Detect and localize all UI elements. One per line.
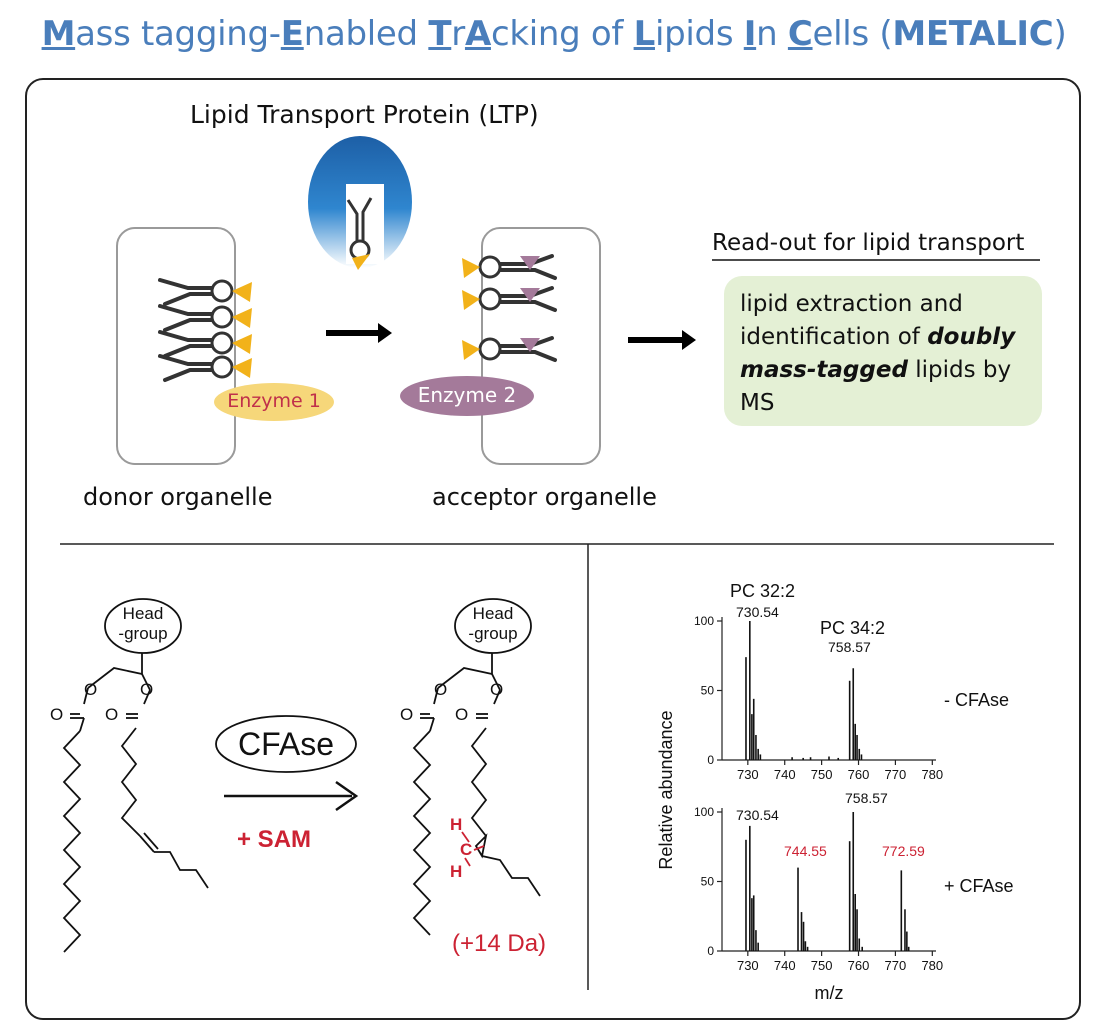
- title-part: r: [451, 14, 465, 54]
- title-part: ): [1053, 14, 1067, 54]
- peak-annotation: 758.57: [828, 639, 871, 655]
- product-headgroup-label: Head-group: [468, 604, 518, 643]
- x-tick-label: 730: [737, 958, 759, 973]
- x-tick-label: 780: [921, 767, 943, 782]
- enzyme1-label: Enzyme 1: [227, 390, 321, 412]
- peak-annotation: 772.59: [882, 843, 925, 859]
- ltp-label: Lipid Transport Protein (LTP): [190, 100, 539, 129]
- y-tick-label: 50: [701, 875, 715, 889]
- peak-annotation: PC 34:2: [820, 618, 885, 638]
- substrate-headgroup-label: Head-group: [118, 604, 168, 643]
- readout-box: lipid extraction and identification of d…: [724, 276, 1042, 426]
- title-part: ells (: [812, 14, 893, 54]
- acceptor-headgroups: [478, 255, 502, 361]
- peak-annotation: 730.54: [736, 604, 779, 620]
- carbonyl-oxygen: O: [400, 705, 414, 724]
- ester-oxygen: O: [490, 680, 504, 699]
- x-tick-label: 760: [848, 958, 870, 973]
- title-part: METALIC: [892, 14, 1054, 54]
- acceptor-mass-tags: [462, 258, 480, 360]
- hydrogen-label: H: [450, 815, 463, 834]
- readout-line-1: lipid extraction and: [740, 291, 963, 317]
- peak-annotation: 730.54: [736, 807, 779, 823]
- title-part: A: [464, 14, 491, 54]
- title-part: C: [787, 14, 813, 54]
- peak-annotation: 744.55: [784, 843, 827, 859]
- y-tick-label: 0: [707, 944, 714, 958]
- x-tick-label: 780: [921, 958, 943, 973]
- ltp-lipid-tag: [352, 254, 370, 270]
- x-axis-label: m/z: [815, 983, 844, 1003]
- mass-shift-label: (+14 Da): [452, 930, 547, 957]
- donor-organelle-box: [116, 227, 236, 465]
- title-part: T: [428, 14, 452, 54]
- figure-frame: [25, 78, 1081, 1020]
- x-tick-label: 750: [811, 958, 833, 973]
- y-tick-label: 50: [701, 684, 715, 698]
- carbonyl-oxygen: O: [50, 705, 64, 724]
- ester-oxygen: O: [434, 680, 448, 699]
- readout-line-2: identification of doubly: [740, 324, 1016, 350]
- cyclopropane-bonds: [461, 831, 485, 867]
- carbonyl-oxygen: O: [455, 705, 469, 724]
- x-tick-label: 770: [885, 767, 907, 782]
- donor-organelle-label: donor organelle: [83, 483, 273, 511]
- hydrogen-label: H: [450, 862, 463, 881]
- y-tick-label: 100: [694, 805, 714, 819]
- acceptor-organelle-label: acceptor organelle: [432, 483, 657, 511]
- title-part: M: [41, 14, 76, 54]
- title-part: ass tagging-: [75, 14, 281, 54]
- x-tick-label: 740: [774, 958, 796, 973]
- readout-line-3: mass-tagged lipids by: [740, 357, 1012, 383]
- x-tick-label: 750: [811, 767, 833, 782]
- title-part: n: [756, 14, 788, 54]
- acceptor-second-tags: [520, 256, 540, 352]
- title-part: L: [633, 14, 656, 54]
- donor-headgroups: [210, 279, 234, 379]
- cfase-ellipse: [215, 715, 357, 773]
- ester-oxygen: O: [84, 680, 98, 699]
- donor-lipids: [158, 278, 223, 382]
- figure-title: Mass tagging-Enabled TrAcking of Lipids …: [0, 14, 1108, 54]
- sam-cofactor-label: + SAM: [237, 826, 312, 853]
- cfase-label: CFAse: [237, 726, 335, 762]
- title-part: ipids: [654, 14, 744, 54]
- y-axis-label: Relative abundance: [656, 710, 676, 869]
- enzyme1-ellipse: [214, 383, 334, 421]
- ester-oxygen: O: [140, 680, 154, 699]
- methylene-carbon-label: C: [460, 840, 473, 859]
- enzyme2-ellipse: [400, 376, 534, 416]
- readout-title: Read-out for lipid transport: [712, 230, 1025, 256]
- peak-annotation: 758.57: [845, 790, 888, 806]
- x-tick-label: 730: [737, 767, 759, 782]
- x-tick-label: 760: [848, 767, 870, 782]
- title-part: I: [743, 14, 757, 54]
- title-part: E: [280, 14, 304, 54]
- carbonyl-oxygen: O: [105, 705, 119, 724]
- y-tick-label: 0: [707, 753, 714, 767]
- peak-annotation: PC 32:2: [730, 581, 795, 601]
- enzyme2-label: Enzyme 2: [417, 383, 517, 407]
- substrate-lipid-structure: [62, 598, 209, 953]
- donor-mass-tags: [232, 282, 252, 378]
- title-part: nabled: [303, 14, 429, 54]
- condition-label: + CFAse: [944, 876, 1014, 896]
- x-tick-label: 770: [885, 958, 907, 973]
- title-part: cking of: [490, 14, 634, 54]
- condition-label: - CFAse: [944, 690, 1009, 710]
- readout-line-4: MS: [740, 390, 775, 416]
- y-tick-label: 100: [694, 614, 714, 628]
- x-tick-label: 740: [774, 767, 796, 782]
